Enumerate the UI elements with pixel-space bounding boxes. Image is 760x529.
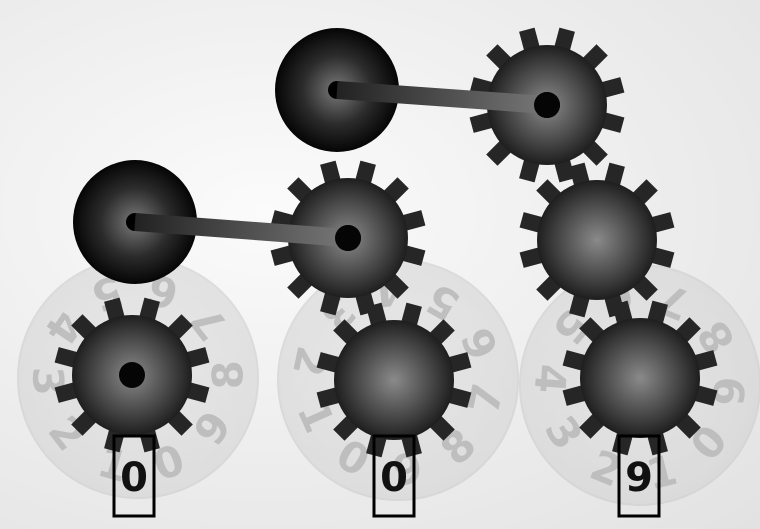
gear-body (334, 320, 454, 440)
readout-middle: 0 (372, 434, 416, 518)
readout-digit: 0 (380, 455, 408, 501)
gear-1[interactable] (54, 297, 210, 453)
gear-body (580, 318, 700, 438)
gear-body (537, 180, 657, 300)
gear-3[interactable] (316, 302, 472, 458)
gear-5[interactable] (519, 162, 675, 318)
readout-digit: 9 (625, 455, 653, 501)
axle-icon (335, 225, 361, 251)
gear-6[interactable] (562, 300, 718, 456)
readout-digit: 0 (120, 455, 148, 501)
axle-icon (119, 362, 145, 388)
dial-digit: 8 (203, 359, 253, 390)
readout-left: 0 (112, 434, 156, 518)
axle-icon (534, 92, 560, 118)
readout-frame (112, 434, 156, 518)
crank-arm (336, 81, 548, 114)
readout-frame (617, 434, 661, 518)
readout-frame (372, 434, 416, 518)
readout-right: 9 (617, 434, 661, 518)
crank-arm (134, 213, 349, 247)
